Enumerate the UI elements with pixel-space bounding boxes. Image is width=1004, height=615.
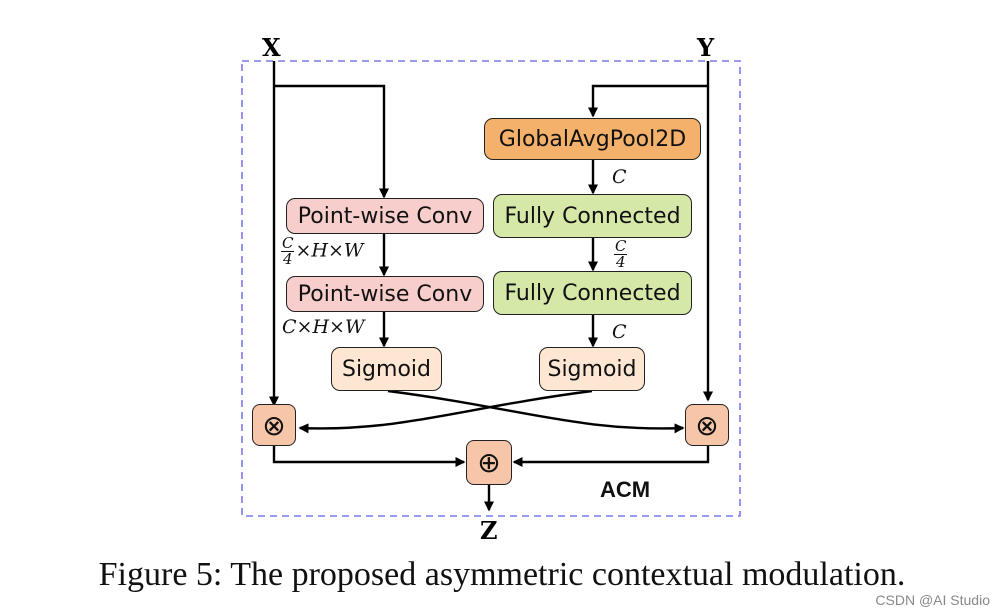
output-z-label: Z: [480, 516, 498, 545]
global-avg-pool: GlobalAvgPool2D: [484, 118, 701, 160]
dim-label-c-1: C: [612, 166, 627, 188]
dim-label-quarter-c: C 4: [614, 239, 628, 270]
dim-fraction-right: C 4: [614, 237, 628, 271]
sigmoid-left-to-multiply-right: [387, 389, 685, 434]
dim-label-c-2: C: [612, 321, 627, 343]
sigmoid-right: Sigmoid: [539, 347, 645, 391]
acm-frame: [241, 60, 741, 517]
dim-label-quarter-chw: C 4 ×H×W: [281, 234, 364, 268]
x-to-conv1: [274, 84, 390, 199]
multiply-right-icon: ⊗: [685, 404, 729, 446]
pointwise-conv-1-label: Point-wise Conv: [297, 203, 473, 229]
figure-caption: Figure 5: The proposed asymmetric contex…: [98, 556, 906, 593]
input-x-label: X: [262, 33, 281, 62]
pointwise-conv-2: Point-wise Conv: [286, 276, 484, 312]
y-to-pool: [587, 84, 708, 118]
fully-connected-1: Fully Connected: [493, 194, 692, 238]
fully-connected-2-label: Fully Connected: [504, 280, 681, 306]
sigmoid-right-label: Sigmoid: [547, 356, 637, 382]
global-avg-pool-label: GlobalAvgPool2D: [498, 126, 687, 152]
multiply-right-to-add: [512, 445, 710, 468]
dim-label-chw: C×H×W: [282, 316, 365, 338]
sigmoid-right-to-multiply-left: [298, 389, 593, 434]
sigmoid-left-label: Sigmoid: [341, 356, 431, 382]
multiply-left-to-add: [272, 445, 466, 468]
pointwise-conv-2-label: Point-wise Conv: [297, 281, 473, 307]
acm-label: ACM: [600, 477, 651, 502]
watermark: CSDN @AI Studio: [875, 592, 990, 608]
add-icon: ⊕: [466, 440, 512, 485]
input-y-label: Y: [697, 33, 715, 62]
pointwise-conv-1: Point-wise Conv: [286, 198, 484, 234]
sigmoid-left: Sigmoid: [331, 347, 442, 391]
multiply-left-icon: ⊗: [252, 404, 296, 446]
fully-connected-2: Fully Connected: [493, 271, 692, 315]
fully-connected-1-label: Fully Connected: [504, 203, 681, 229]
dim-fraction-left: C 4: [281, 234, 295, 268]
